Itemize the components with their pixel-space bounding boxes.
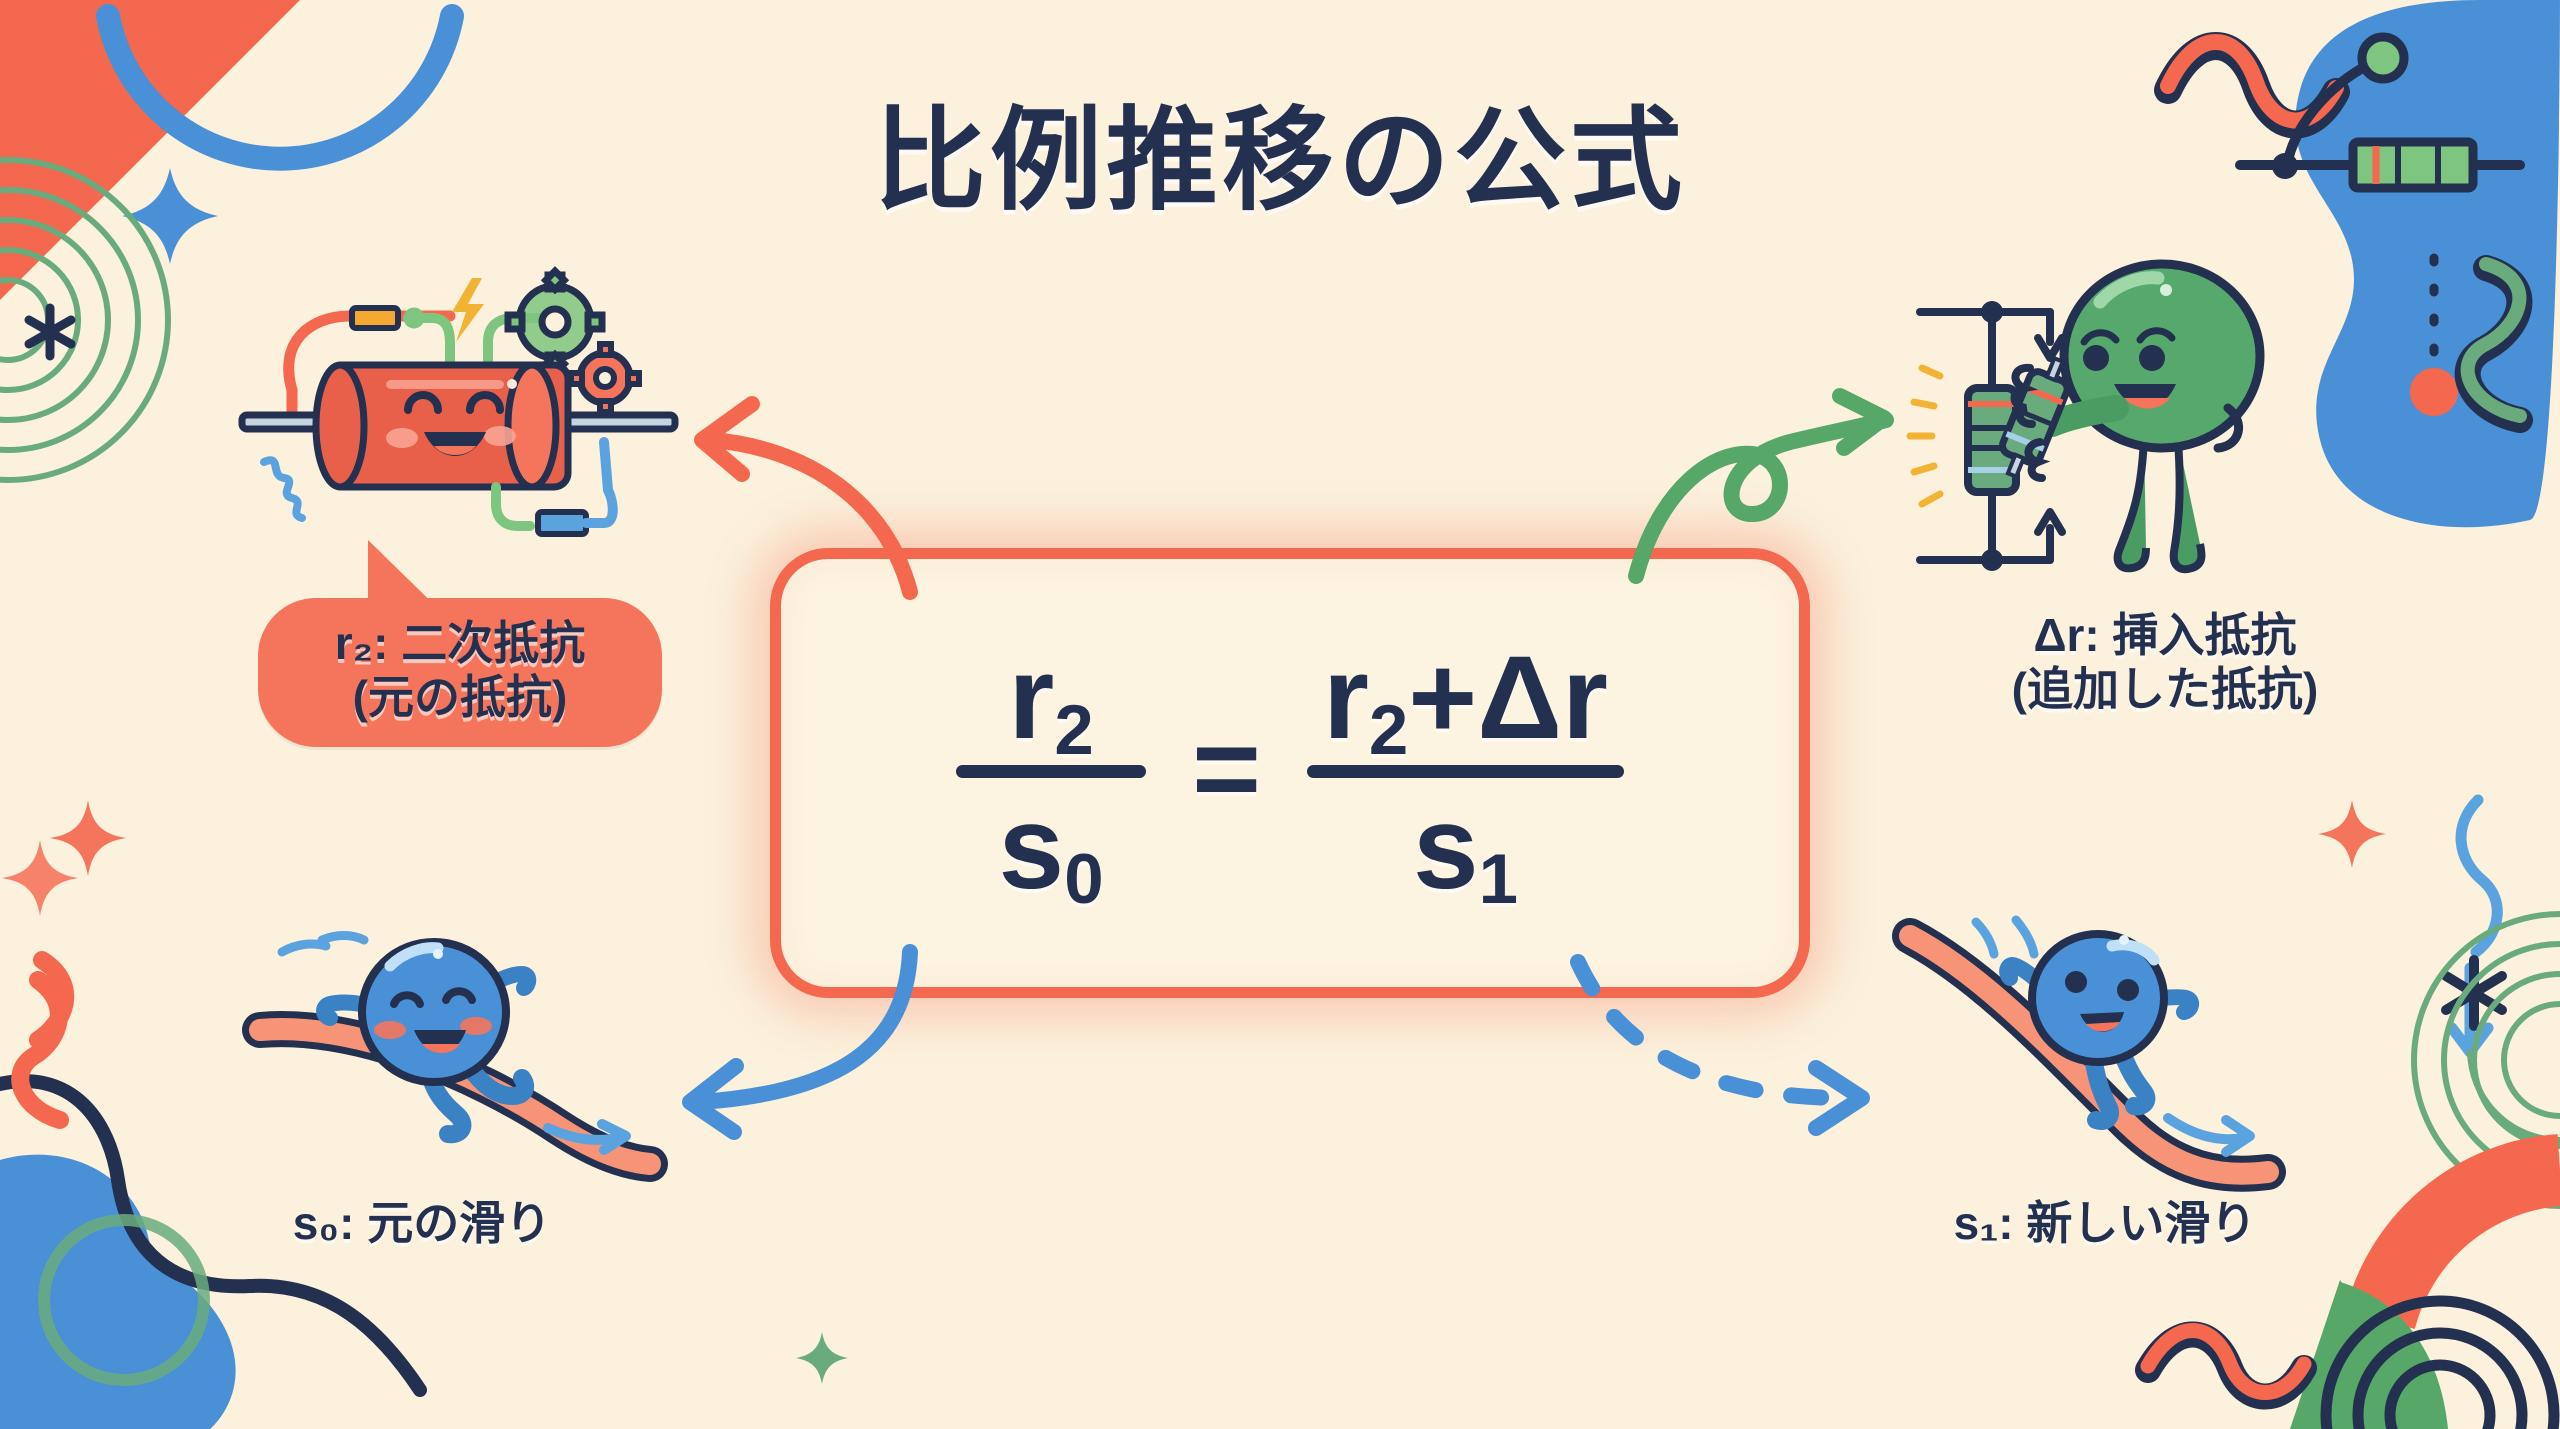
arrow-to-s1 [1570, 954, 1870, 1136]
label-delta-r-line2: (追加した抵抗) [2011, 663, 2319, 716]
label-s0-line1: s₀: 元の滑り [292, 1197, 552, 1249]
navy-spiral-bottom-right [2320, 1295, 2560, 1429]
coral-dot-top-right [2410, 368, 2458, 416]
green-resistor-symbol [2235, 32, 2525, 193]
label-r2: r₂: 二次抵抗 (元の抵抗) [258, 598, 662, 747]
green-circle-outline-bottom-left [38, 1214, 210, 1386]
formula-left-numerator: r2 [1008, 632, 1094, 770]
coral-squiggle-left-mid [29, 951, 75, 1049]
arrow-to-delta-r [1628, 388, 1894, 584]
formula-left-fraction: r2 s0 [956, 632, 1147, 920]
label-r2-line1: r₂: 二次抵抗 [334, 617, 586, 669]
coral-diagonal-triangle [0, 0, 300, 300]
formula-left-denominator: s0 [998, 781, 1104, 920]
formula-right-fraction-bar [1306, 764, 1624, 778]
arrow-to-r2 [694, 396, 918, 600]
navy-curve-bottom-left [0, 1074, 427, 1397]
formula-right-numerator-sub: 2 [1368, 690, 1409, 770]
label-delta-r: Δr: 挿入抵抗 (追加した抵抗) [1930, 608, 2400, 717]
formula-right-denominator-sub: 1 [1478, 840, 1518, 920]
coral-sparkle-left [50, 800, 126, 876]
label-s1-line1: s₁: 新しい滑り [1953, 1197, 2257, 1249]
page-title: 比例推移の公式 [874, 98, 1686, 223]
label-s1: s₁: 新しい滑り [1890, 1196, 2320, 1250]
green-concentric-circles [0, 157, 171, 483]
coral-sparkle-bottom-left-2 [2, 840, 78, 916]
label-r2-line2: (元の抵抗) [352, 671, 568, 724]
formula-right-numerator: r2+Δr [1322, 632, 1608, 770]
coral-thick-arc-bottom-right [2345, 1134, 2560, 1330]
navy-asterisk-left [24, 303, 76, 361]
coral-sparkle-right [2318, 800, 2386, 868]
formula-left-fraction-bar [956, 764, 1147, 778]
formula-delta-r: Δr [1477, 632, 1608, 765]
label-delta-r-line1: Δr: 挿入抵抗 [2033, 609, 2297, 661]
formula-plus-sign: + [1408, 632, 1478, 765]
formula-box: r2 s0 = r2+Δr s1 [770, 548, 1810, 998]
formula-equals-sign: = [1192, 703, 1261, 835]
formula-right-fraction: r2+Δr s1 [1306, 632, 1624, 920]
arrow-to-s0 [682, 944, 918, 1140]
blue-arc [96, 4, 464, 171]
label-s0: s₀: 元の滑り [212, 1196, 632, 1250]
formula-right-denominator: s1 [1412, 781, 1518, 920]
blue-four-point-star [122, 168, 218, 264]
formula-left-numerator-sub: 2 [1054, 690, 1094, 770]
formula-left-denominator-sub: 0 [1064, 840, 1104, 920]
green-sparkle-left [796, 1332, 848, 1384]
